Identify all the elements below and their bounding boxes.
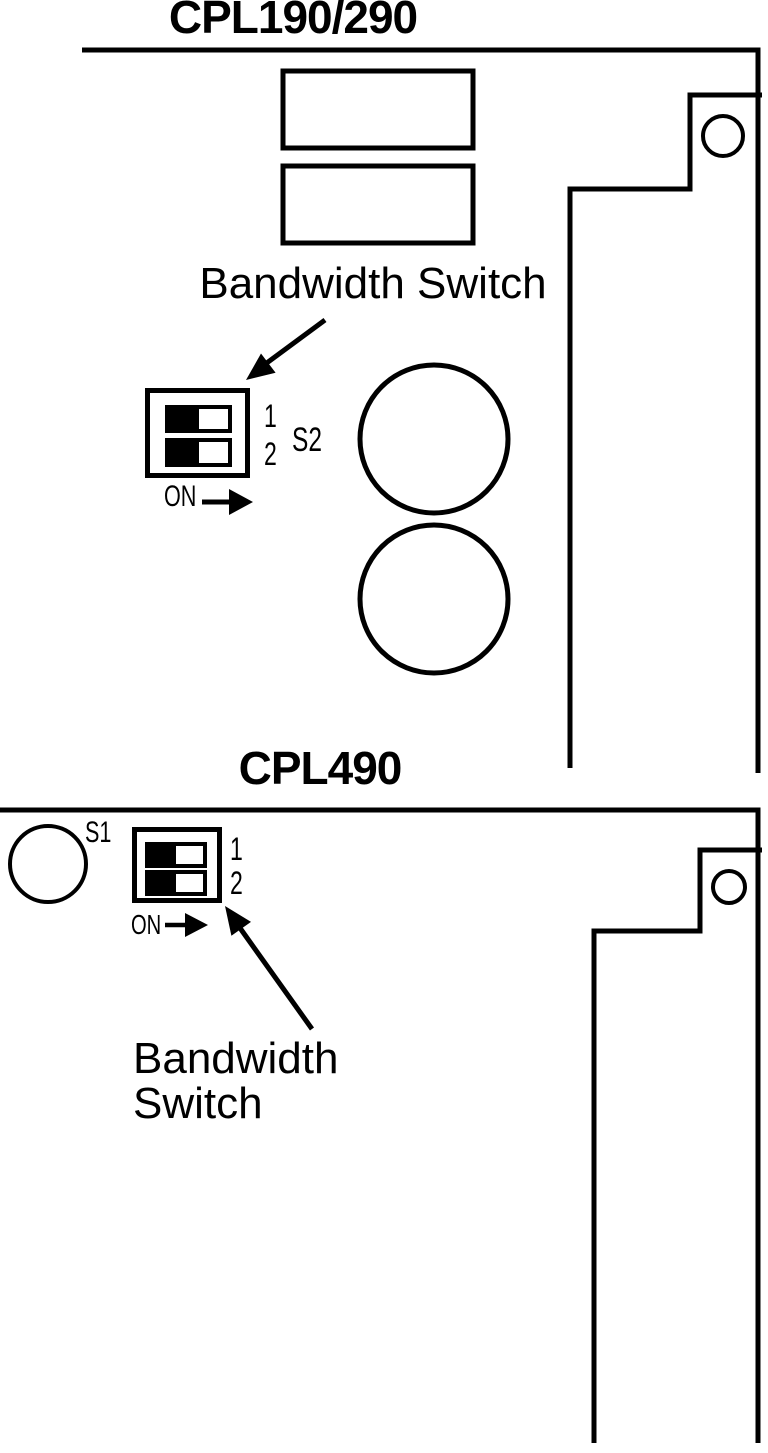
cpl490-board-edge [0,807,761,1443]
cpl490-pointer-arrow-shaft [237,926,315,1031]
cpl490-dip-position1-label: 1 [230,831,243,867]
cpl190-pointer-arrow-shaft [262,317,327,368]
cpl190-component-rect-2 [280,163,476,246]
cpl490-dip-switch-position-1 [145,842,207,868]
cpl190-dip-switch-position-2 [165,438,232,467]
cpl190-dip-switch-position-1 [165,405,232,433]
cpl490-pointer-arrowhead-icon [225,906,251,936]
cpl190-pointer-arrowhead-icon [246,353,276,380]
cpl190-on-arrowhead-icon [229,489,253,515]
cpl490-s1-button-icon [8,824,88,904]
cpl190-on-label: ON [164,480,197,513]
cpl490-mounting-hole-icon [711,869,747,905]
cpl490-dip-switch-position-2 [145,870,207,896]
cpl190-component-rect-1 [280,68,476,151]
cpl190-title: CPL190/290 [168,0,418,43]
cpl190-board-edge [82,47,761,773]
cpl490-dip-switch-1-slider [149,846,176,864]
cpl190-dip-position2-label: 2 [264,436,277,472]
cpl490-on-arrowhead-icon [185,913,208,937]
cpl490-bandwidth-switch-label-line2: Switch [133,1079,263,1128]
cpl490-board-notch-edge [591,847,762,1443]
cpl190-dip-designator-label: S2 [292,421,322,459]
cpl190-round-component-2 [357,522,511,676]
cpl490-on-label: ON [131,909,162,940]
cpl190-board-notch-edge [567,92,762,768]
cpl190-dip-position1-label: 1 [264,398,277,434]
cpl190-dip-switch-1-slider [169,409,199,429]
cpl490-s1-label: S1 [85,816,112,849]
cpl190-round-component-1 [357,362,511,516]
cpl490-dip-switch-2-slider [149,874,176,892]
cpl490-bandwidth-switch-label-line1: Bandwidth [133,1034,339,1083]
cpl190-dip-switch-2-slider [169,442,199,463]
cpl490-title: CPL490 [238,742,403,794]
cpl190-mounting-hole-icon [701,114,745,158]
cpl190-bandwidth-switch-label: Bandwidth Switch [199,259,547,308]
cpl490-dip-position2-label: 2 [230,865,243,901]
